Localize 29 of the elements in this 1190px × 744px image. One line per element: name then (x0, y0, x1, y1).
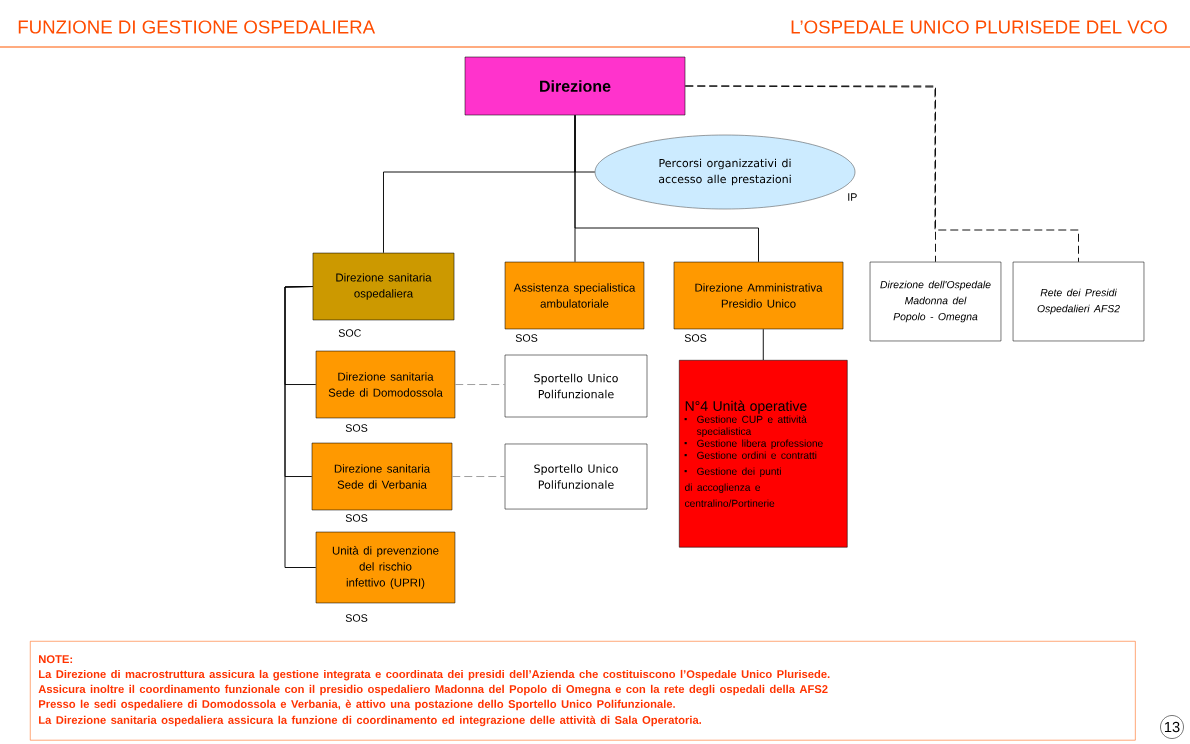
unit-type-label: SOS (345, 614, 368, 622)
unit-type-label: IP (848, 193, 857, 201)
operative-units-box: N°4 Unità operative Gestione CUP e attività specialistica Gestione libera professione Gestione ordini e contratti Gestione dei punti di accoglienza e centralino/Portinerie (679, 360, 848, 548)
unit-type-label: SOS (515, 334, 538, 342)
unit-box: Direzione sanitaria Sede di Verbania (311, 442, 453, 511)
unit-type-label: SOS (345, 514, 368, 522)
external-box: Rete dei Presidi Ospedalieri AFS2 (1012, 261, 1145, 342)
connector (684, 85, 1079, 263)
unit-type-label: SOS (684, 334, 707, 342)
header-subtitle: L’OSPEDALE UNICO PLURISEDE DEL VCO (791, 20, 1167, 34)
unit-box: Direzione sanitaria Sede di Domodossola (315, 350, 456, 419)
connector (454, 384, 506, 385)
connector (451, 476, 506, 477)
header-title: FUNZIONE DI GESTIONE OSPEDALIERA (18, 20, 376, 34)
direction-box: Direzione (464, 56, 686, 116)
unit-box: Direzione Amministrativa Presidio Unico (673, 261, 844, 330)
unit-type-label: SOS (345, 424, 368, 432)
desk-box: Sportello Unico Polifunzionale (504, 443, 648, 510)
external-box: Direzione dell'Ospedale Madonna del Popolo - Omegna (869, 261, 1002, 342)
connector (762, 328, 764, 361)
connector (284, 286, 317, 568)
page-number: 13 (1160, 715, 1184, 739)
unit-type-label: SOC (338, 329, 361, 337)
unit-box: Unità di prevenzione del rischio infettivo (UPRI) (315, 531, 456, 604)
desk-box: Sportello Unico Polifunzionale (504, 354, 648, 418)
connector (574, 114, 759, 263)
unit-box: Direzione sanitaria ospedaliera (312, 252, 455, 321)
note-box: NOTE: La Direzione di macrostruttura assicura la gestione integrata e coordinata dei presidi dell’Azienda che costituiscono l’Ospedale Unico Plurisede. Assicura inoltre il coordinamento funzionale con il presidio ospedaliero Madonna del Popolo di Omegna e con la rete degli ospedali della AFS2 Presso le sedi ospedaliere di Domodossola e Verbania, è attivo una postazione dello Sportello Unico Polifunzionale. La Direzione sanitaria ospedaliera assicura la funzione di coordinamento ed integrazione delle attività di Sala Operatoria. (30, 641, 1136, 741)
unit-box: Assistenza specialistica ambulatoriale (504, 261, 645, 330)
